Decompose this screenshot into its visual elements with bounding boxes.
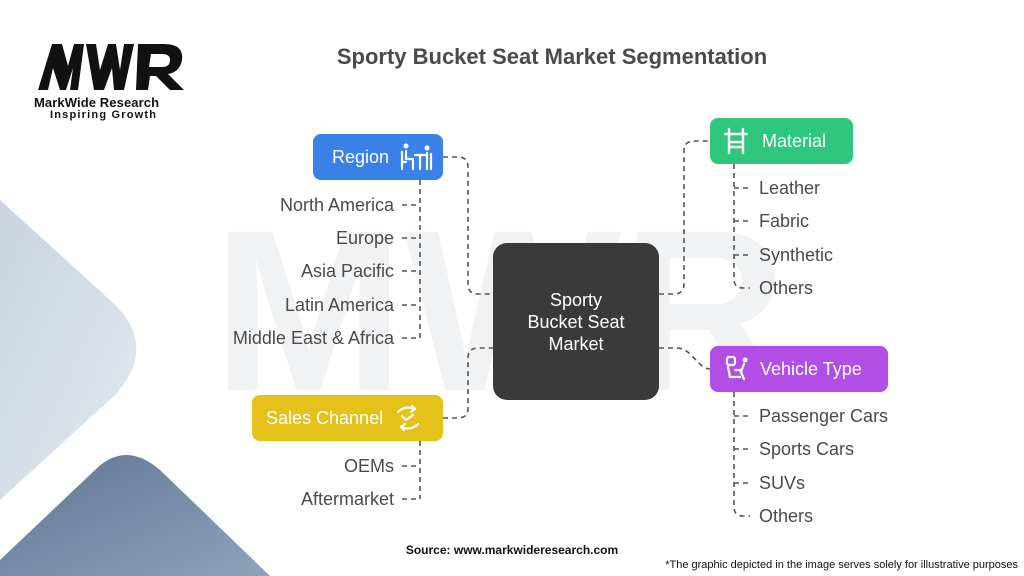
sales-channel-item: Aftermarket <box>300 489 394 509</box>
disclaimer-note: *The graphic depicted in the image serve… <box>665 559 1018 571</box>
connector-sales <box>443 347 493 419</box>
source-note: Source: www.markwideresearch.com <box>405 543 619 557</box>
vehicle-type-item: Passenger Cars <box>759 406 889 426</box>
vehicle-type-item: Others <box>759 506 814 526</box>
category-region-label: Region <box>332 146 390 167</box>
brand-tagline: Inspiring Growth <box>50 109 158 121</box>
vehicle-type-item: Sports Cars <box>759 439 855 459</box>
connector-vehicle <box>659 347 711 370</box>
region-item: Asia Pacific <box>300 261 394 281</box>
category-sales-channel: Sales Channel <box>252 395 443 441</box>
region-item: North America <box>279 195 394 215</box>
category-vehicle-type-label: Vehicle Type <box>760 358 862 379</box>
sales-channel-item: OEMs <box>343 456 394 476</box>
vehicle-type-item: SUVs <box>759 473 806 493</box>
category-vehicle-type: Vehicle Type <box>710 346 888 392</box>
brand-name: MarkWide Research <box>34 95 160 110</box>
region-item: Middle East & Africa <box>232 328 394 348</box>
material-item: Fabric <box>759 211 810 231</box>
material-item: Others <box>759 278 814 298</box>
people-at-table-icon <box>400 143 433 171</box>
region-item: Latin America <box>284 295 394 315</box>
connector-material <box>659 140 710 295</box>
category-material: Material <box>710 118 853 164</box>
bg-shape-dark <box>0 455 270 576</box>
material-item: Leather <box>759 178 821 198</box>
center-label: Sporty Bucket Seat Market <box>527 289 625 354</box>
category-sales-channel-label: Sales Channel <box>266 407 384 428</box>
center-node: Sporty Bucket Seat Market <box>493 243 659 400</box>
mwr-logo-icon <box>38 44 184 90</box>
page-title: Sporty Bucket Seat Market Segmentation <box>336 44 768 69</box>
connector-region <box>443 156 493 295</box>
car-seat-icon <box>725 355 748 381</box>
handshake-exchange-icon <box>396 404 420 432</box>
category-region: Region <box>313 134 443 180</box>
fabric-frame-icon <box>724 127 748 155</box>
region-item: Europe <box>335 228 394 248</box>
category-material-label: Material <box>762 130 827 151</box>
material-item: Synthetic <box>759 245 834 265</box>
bg-shape-light <box>0 200 137 500</box>
